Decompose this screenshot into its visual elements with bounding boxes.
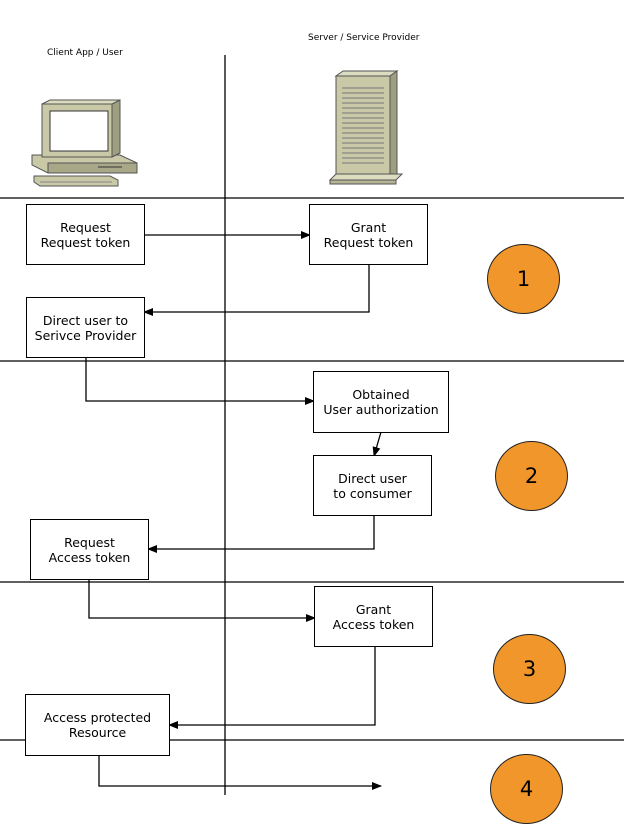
grant-access-token-box: Grant Access token: [314, 586, 433, 647]
arrow-access-resource-out: [98, 755, 382, 790]
arrow-request-access-to-grant-access: [88, 579, 316, 622]
step-1-circle: 1: [487, 244, 560, 314]
access-protected-resource-box: Access protected Resource: [25, 694, 170, 756]
arrow-obtained-auth-to-direct-consumer: [372, 431, 382, 457]
step-3-circle: 3: [493, 634, 566, 704]
obtained-user-authorization-box: Obtained User authorization: [313, 371, 449, 433]
arrow-grant-access-to-access-resource: [168, 646, 376, 729]
step-4-circle: 4: [490, 754, 563, 824]
server-tower-icon: [328, 70, 404, 185]
direct-user-to-service-provider-box: Direct user to Serivce Provider: [26, 297, 145, 358]
direct-user-to-consumer-box: Direct user to consumer: [313, 455, 432, 516]
arrow-direct-consumer-to-request-access: [147, 515, 375, 553]
client-lane-title: Client App / User: [47, 48, 123, 58]
step-2-circle: 2: [495, 441, 568, 511]
request-request-token-box: Request Request token: [26, 204, 145, 265]
server-lane-title: Server / Service Provider: [308, 33, 420, 43]
request-access-token-box: Request Access token: [30, 519, 149, 580]
grant-request-token-box: Grant Request token: [309, 204, 428, 265]
arrow-grant-request-to-direct-user: [143, 264, 370, 316]
desktop-computer-icon: [31, 99, 138, 187]
arrow-direct-user-to-obtained-auth: [85, 358, 315, 405]
